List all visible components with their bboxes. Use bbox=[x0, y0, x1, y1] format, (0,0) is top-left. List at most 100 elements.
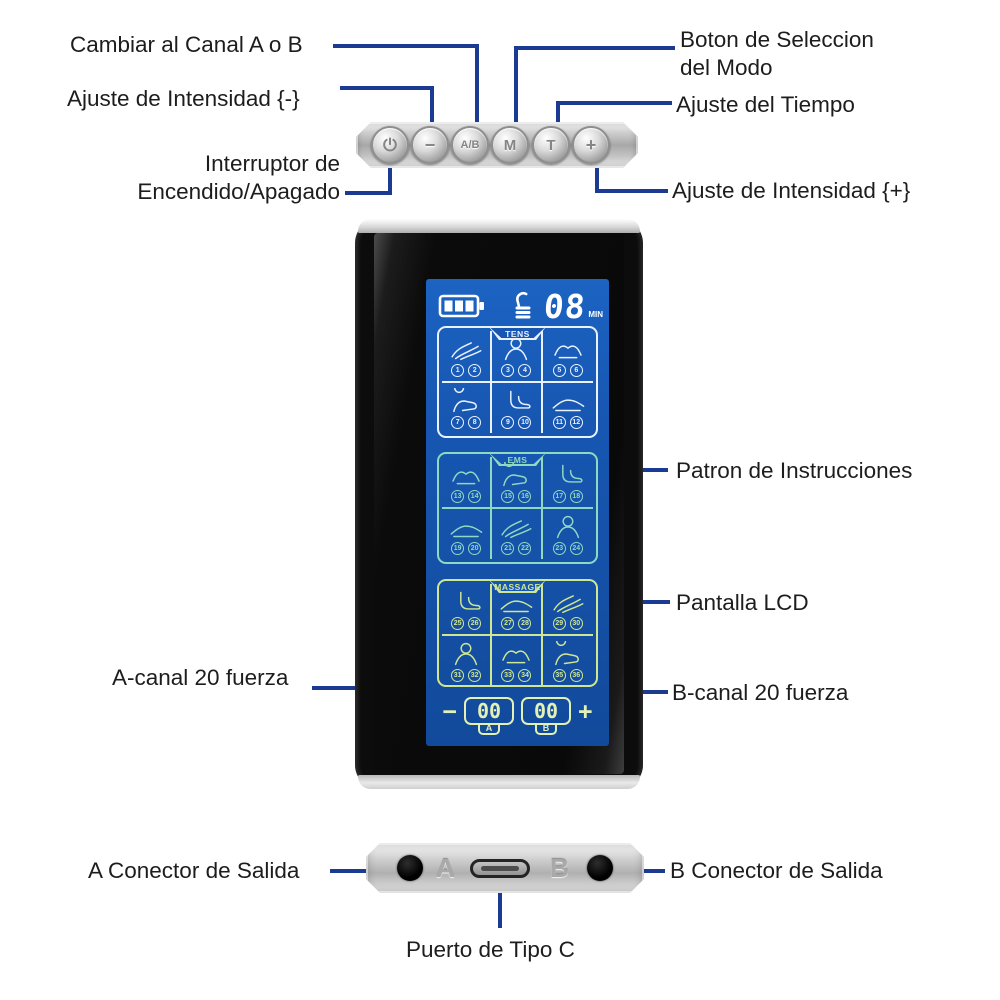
section-tab bbox=[488, 452, 547, 466]
mode-number: 25 bbox=[451, 617, 465, 630]
minus-sign: − bbox=[442, 698, 457, 726]
mode-number: 12 bbox=[569, 416, 583, 429]
mode-number: 34 bbox=[518, 669, 532, 682]
label-power-switch: Interruptor de Encendido/Apagado bbox=[137, 151, 340, 204]
label-mode-select: Boton de Seleccion del Modo bbox=[680, 27, 874, 80]
intensity-plus-button[interactable]: + bbox=[572, 126, 610, 164]
mode-number: 5 bbox=[552, 364, 566, 377]
mode-number: 10 bbox=[518, 416, 532, 429]
connector-bar: A B bbox=[366, 843, 644, 893]
channel-b-label: B bbox=[535, 724, 557, 735]
back-lying-icon bbox=[556, 515, 579, 539]
usb-c-port[interactable] bbox=[470, 859, 530, 878]
channel-a-display: 00 A bbox=[464, 697, 514, 735]
mode-number: 23 bbox=[552, 542, 566, 555]
shoulder-pinch-icon bbox=[554, 345, 582, 359]
channel-ab-button[interactable]: A/B bbox=[451, 126, 489, 164]
wrist-hand-icon bbox=[451, 342, 482, 361]
hip-icon bbox=[450, 525, 483, 538]
label-intensity-plus: Ajuste de Intensidad {+} bbox=[672, 178, 911, 203]
label-a-channel-strength: A-canal 20 fuerza bbox=[112, 665, 289, 690]
section-label: MASSAGE bbox=[494, 582, 541, 592]
mode-number: 20 bbox=[468, 542, 482, 555]
mode-number: 2 bbox=[468, 364, 482, 377]
body-stretch-icon bbox=[501, 600, 533, 613]
device-bottom-edge bbox=[358, 775, 640, 789]
mode-number: 32 bbox=[468, 669, 482, 682]
button-bar: − A/B M T + bbox=[356, 122, 638, 168]
mode-number: 33 bbox=[501, 669, 515, 682]
hand-shoulder-icon bbox=[553, 595, 584, 614]
section-label: TENS bbox=[505, 329, 530, 339]
mode-number: 35 bbox=[552, 669, 566, 682]
mode-number: 31 bbox=[451, 669, 465, 682]
mode-number: 13 bbox=[451, 490, 465, 503]
mode-number: 19 bbox=[451, 542, 465, 555]
output-jack-b[interactable] bbox=[587, 855, 613, 881]
label-lcd-screen: Pantalla LCD bbox=[676, 590, 809, 615]
mode-number: 21 bbox=[501, 542, 515, 555]
timer-display: 08 bbox=[541, 286, 588, 326]
mode-number: 6 bbox=[569, 364, 583, 377]
forearm-fist-icon bbox=[452, 471, 480, 485]
section-tab bbox=[488, 326, 547, 340]
seated-twist-icon bbox=[455, 642, 478, 666]
label-instruction-pattern: Patron de Instrucciones bbox=[676, 458, 913, 483]
neck-shoulder-icon bbox=[505, 337, 528, 361]
lcd-status-row: 08 MIN bbox=[436, 286, 603, 326]
power-button[interactable] bbox=[371, 126, 409, 164]
elbow-arm-icon bbox=[503, 462, 528, 487]
label-b-channel-strength: B-canal 20 fuerza bbox=[672, 680, 849, 705]
mode-number: 1 bbox=[451, 364, 465, 377]
section-tab bbox=[488, 579, 547, 593]
label-a-output: A Conector de Salida bbox=[88, 858, 300, 883]
mode-number: 18 bbox=[569, 490, 583, 503]
forward-bend-icon bbox=[502, 650, 531, 664]
mode-number: 7 bbox=[451, 416, 465, 429]
output-jack-a[interactable] bbox=[397, 855, 423, 881]
device-top-edge bbox=[358, 219, 640, 233]
mode-number: 8 bbox=[468, 416, 482, 429]
section-label: EMS bbox=[507, 455, 528, 465]
intensity-minus-button[interactable]: − bbox=[411, 126, 449, 164]
timer-button[interactable]: T bbox=[532, 126, 570, 164]
mode-number: 16 bbox=[518, 490, 532, 503]
mode-number: 11 bbox=[552, 416, 566, 429]
label-channel-ab: Cambiar al Canal A o B bbox=[70, 32, 303, 57]
power-icon bbox=[383, 137, 397, 152]
label-b-output: B Conector de Salida bbox=[670, 858, 883, 883]
mode-button[interactable]: M bbox=[491, 126, 529, 164]
leg-calf-icon bbox=[460, 591, 481, 610]
upper-back-icon bbox=[453, 388, 478, 413]
mode-number: 24 bbox=[569, 542, 583, 555]
mode-number: 29 bbox=[552, 617, 566, 630]
channel-b-display: 00 B bbox=[521, 697, 571, 735]
mode-number: 15 bbox=[501, 490, 515, 503]
knee-icon bbox=[510, 390, 532, 409]
channel-a-label: A bbox=[478, 724, 500, 735]
mode-number: 9 bbox=[501, 416, 515, 429]
